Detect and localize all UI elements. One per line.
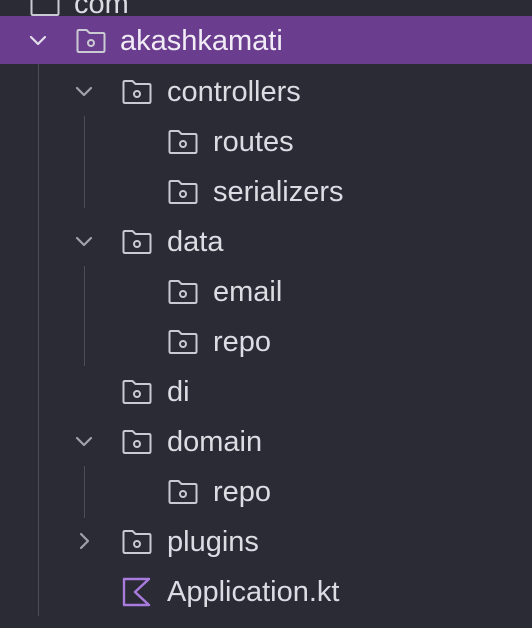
tree-item-domain-repo[interactable]: repo xyxy=(0,466,532,516)
tree-item-data[interactable]: data xyxy=(0,216,532,266)
tree-item-serializers[interactable]: serializers xyxy=(0,166,532,216)
package-folder-icon xyxy=(166,178,200,206)
tree-item-repo[interactable]: repo xyxy=(0,316,532,366)
tree-item-label: repo xyxy=(213,326,272,358)
package-folder-icon xyxy=(166,478,200,506)
package-folder-icon xyxy=(120,228,154,256)
tree-item-label: repo xyxy=(213,476,272,508)
tree-item-label: data xyxy=(167,226,224,258)
package-folder-icon xyxy=(120,78,154,106)
tree-item-label: akashkamati xyxy=(120,25,283,57)
package-folder-icon xyxy=(120,428,154,456)
tree-item-label: routes xyxy=(213,126,294,158)
tree-item-di[interactable]: di xyxy=(0,366,532,416)
tree-item-routes[interactable]: routes xyxy=(0,116,532,166)
tree-item-label: domain xyxy=(167,426,263,458)
indent-guide-line xyxy=(84,466,85,518)
tree-item-controllers[interactable]: controllers xyxy=(0,66,532,116)
chevron-down-icon[interactable] xyxy=(72,79,96,103)
chevron-down-icon[interactable] xyxy=(72,229,96,253)
tree-item-label: email xyxy=(213,276,283,308)
package-folder-icon xyxy=(120,528,154,556)
package-folder-icon xyxy=(166,128,200,156)
tree-item-label: Application.kt xyxy=(167,576,340,608)
package-folder-icon xyxy=(166,278,200,306)
package-folder-icon xyxy=(74,27,108,55)
tree-item-email[interactable]: email xyxy=(0,266,532,316)
tree-item-akashkamati[interactable]: akashkamati xyxy=(0,16,532,64)
tree-item-plugins[interactable]: plugins xyxy=(0,516,532,566)
tree-item-label: di xyxy=(167,376,190,408)
tree-item-domain[interactable]: domain xyxy=(0,416,532,466)
indent-guide-line xyxy=(84,266,85,366)
indent-guide-line xyxy=(84,116,85,208)
indent-guide-line xyxy=(38,42,39,616)
chevron-down-icon[interactable] xyxy=(72,429,96,453)
chevron-right-icon[interactable] xyxy=(72,529,96,553)
tree-item-label: controllers xyxy=(167,76,301,108)
tree-item-application-kt[interactable]: Application.kt xyxy=(0,566,532,616)
kotlin-file-icon xyxy=(121,577,153,607)
tree-item-label: serializers xyxy=(213,176,344,208)
package-folder-icon xyxy=(120,378,154,406)
package-folder-icon xyxy=(166,328,200,356)
tree-item-label: plugins xyxy=(167,526,259,558)
tree-item-label: com xyxy=(74,0,129,20)
chevron-down-icon[interactable] xyxy=(26,28,50,52)
tree-item-com[interactable]: com xyxy=(0,0,532,28)
